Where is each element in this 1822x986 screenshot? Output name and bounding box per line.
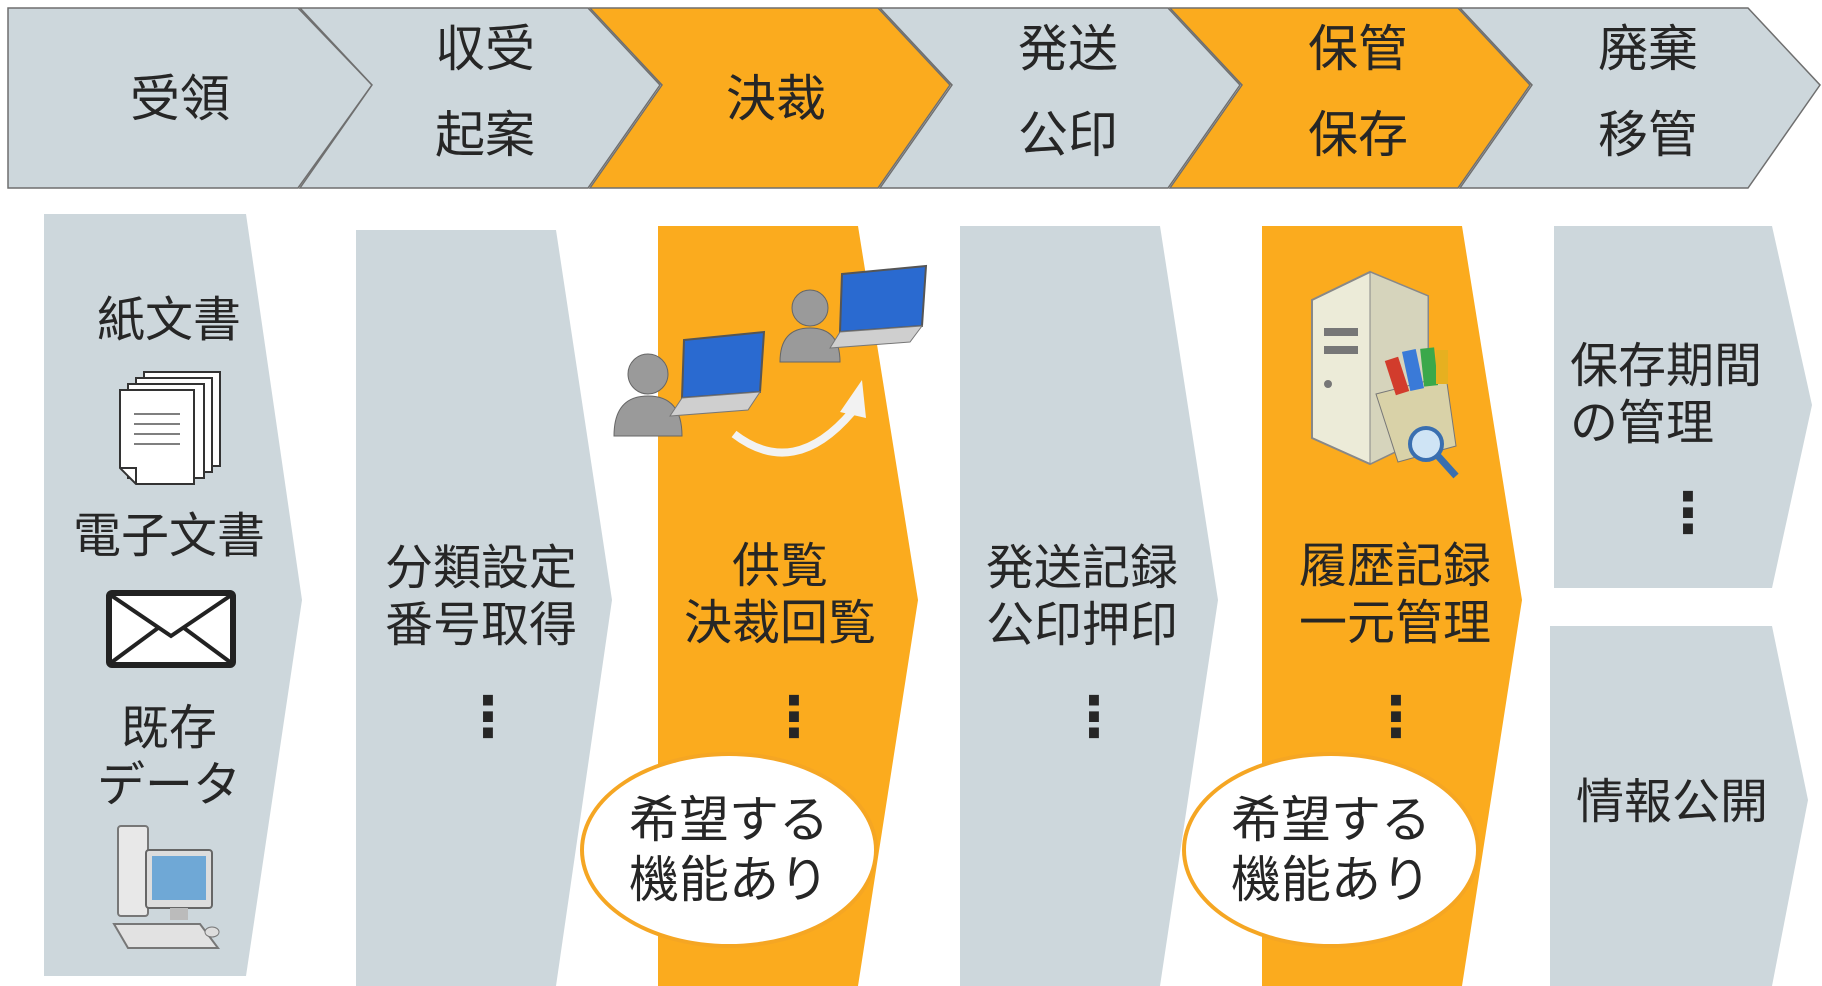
paper-document-label: 紙文書 — [96, 292, 241, 348]
panel-publish — [1550, 626, 1808, 986]
electronic-document-label: 電子文書 — [72, 508, 265, 564]
send-items: 発送記録 公印押印 — [985, 540, 1178, 653]
panel-send — [960, 226, 1218, 986]
existing-data-label: 既存 データ — [96, 700, 241, 813]
stage-label-3: 決裁 — [726, 70, 826, 128]
server-search-icon — [1311, 270, 1459, 479]
information-disclosure-label: 情報公開 — [1575, 774, 1768, 830]
chevron-stage-1 — [7, 7, 373, 189]
retention-ellipsis: ⋮ — [1660, 481, 1716, 546]
send-ellipsis: ⋮ — [1066, 685, 1122, 750]
users-laptops-icon — [613, 264, 928, 457]
desktop-computer-icon — [112, 825, 220, 949]
chevron-stage-5 — [1168, 7, 1531, 189]
chevron-stage-4 — [878, 7, 1241, 189]
chevron-stage-3 — [588, 7, 951, 189]
store-desired-feature-badge: 希望する 機能あり — [1182, 752, 1480, 948]
stage-label-2: 収受 起案 — [435, 20, 535, 164]
stage-label-6: 廃棄 移管 — [1598, 20, 1698, 164]
approve-ellipsis: ⋮ — [766, 685, 822, 750]
store-ellipsis: ⋮ — [1368, 685, 1424, 750]
panel-dispose — [1554, 226, 1812, 588]
store-items: 履歴記録 一元管理 — [1298, 538, 1491, 651]
chevron-stage-2 — [298, 7, 661, 189]
document-stack-icon — [119, 371, 221, 485]
stage-label-4: 発送 公印 — [1018, 20, 1118, 164]
stage-label-1: 受領 — [130, 70, 230, 128]
approve-items: 供覧 決裁回覧 — [683, 538, 876, 651]
draft-ellipsis: ⋮ — [460, 685, 516, 750]
panel-draft — [356, 230, 612, 986]
retention-management-label: 保存期間 の管理 — [1570, 338, 1763, 451]
envelope-icon — [106, 590, 236, 668]
stage-label-5: 保管 保存 — [1308, 20, 1408, 164]
approve-desired-feature-badge: 希望する 機能あり — [580, 752, 878, 948]
draft-items: 分類設定 番号取得 — [384, 540, 577, 653]
chevron-stage-6 — [1458, 7, 1821, 189]
